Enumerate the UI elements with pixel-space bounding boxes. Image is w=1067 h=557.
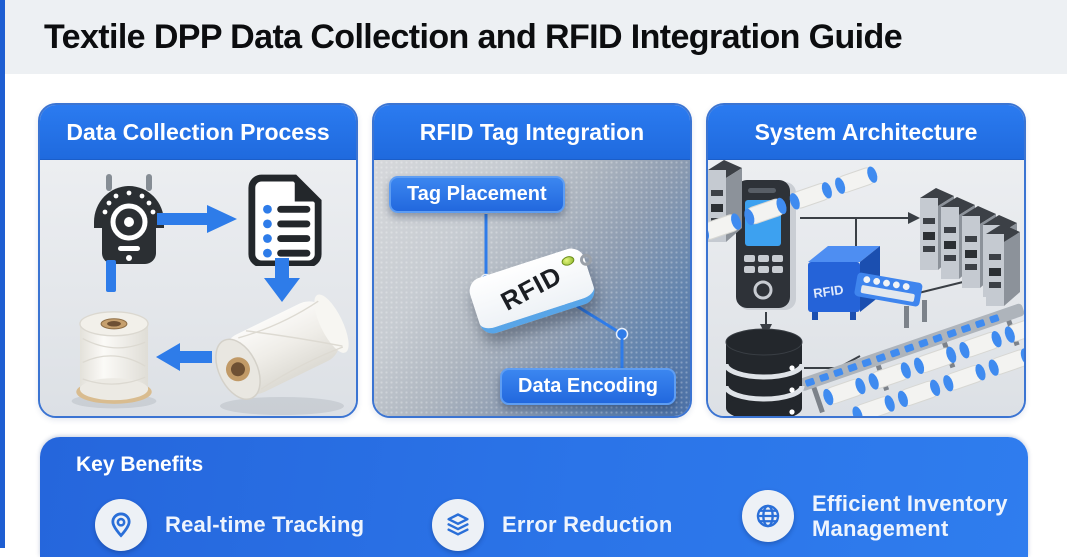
rfid-machine-label: RFID (812, 282, 844, 301)
benefit-label: Efficient Inventory Management (812, 490, 1008, 541)
benefit-circle (432, 499, 484, 551)
panel-system-architecture: System Architecture (706, 103, 1026, 418)
spool-lying-image (215, 294, 349, 415)
key-benefits-panel: Key Benefits Real-time Tracking Error Re… (40, 437, 1028, 557)
panel-data-collection-body (40, 160, 356, 416)
data-encoding-label: Data Encoding (500, 368, 677, 405)
rfid-tag-text: RFID (495, 259, 567, 317)
title-band: Textile DPP Data Collection and RFID Int… (0, 0, 1067, 74)
arrow-up-bar (106, 260, 116, 292)
layers-icon (447, 513, 469, 536)
benefit-efficient-inventory: Efficient Inventory Management (742, 490, 1030, 542)
panels-row: Data Collection Process (38, 103, 1026, 418)
globe-icon (756, 504, 780, 528)
database-icon (723, 328, 805, 416)
arrow-left-icon (156, 343, 212, 371)
panel-rfid-integration: RFID Tag Integration Tag Placement RFID … (372, 103, 692, 418)
tag-placement-label: Tag Placement (389, 176, 565, 213)
benefit-label: Error Reduction (502, 512, 673, 538)
arrow-right-icon (157, 205, 237, 233)
system-architecture-illustration: RFID (708, 160, 1024, 416)
document-checklist-icon (248, 174, 322, 266)
benefit-error-reduction: Error Reduction (432, 499, 672, 551)
panel-system-architecture-header: System Architecture (708, 105, 1024, 160)
benefit-label: Real-time Tracking (165, 512, 365, 538)
handheld-scanner-icon (736, 180, 796, 310)
arrow-down-icon (264, 258, 300, 302)
left-edge-strip (0, 0, 5, 548)
benefit-real-time-tracking: Real-time Tracking (95, 499, 364, 551)
panel-data-collection-header: Data Collection Process (40, 105, 356, 160)
key-benefits-header: Key Benefits (76, 453, 204, 476)
panel-data-collection: Data Collection Process (38, 103, 358, 418)
spool-upright-image (71, 311, 157, 409)
benefit-circle (95, 499, 147, 551)
benefit-circle (742, 490, 794, 542)
led-indicator (560, 254, 576, 268)
scanner-icon (94, 174, 164, 264)
conveyor-icon (708, 164, 1024, 416)
panel-rfid-integration-body: Tag Placement RFID Data Encoding (374, 160, 690, 416)
rfid-machine-icon: RFID (808, 246, 927, 328)
page-title: Textile DPP Data Collection and RFID Int… (44, 17, 903, 56)
panel-system-architecture-body: RFID (708, 160, 1024, 416)
panel-rfid-integration-header: RFID Tag Integration (374, 105, 690, 160)
location-pin-icon (111, 512, 131, 538)
